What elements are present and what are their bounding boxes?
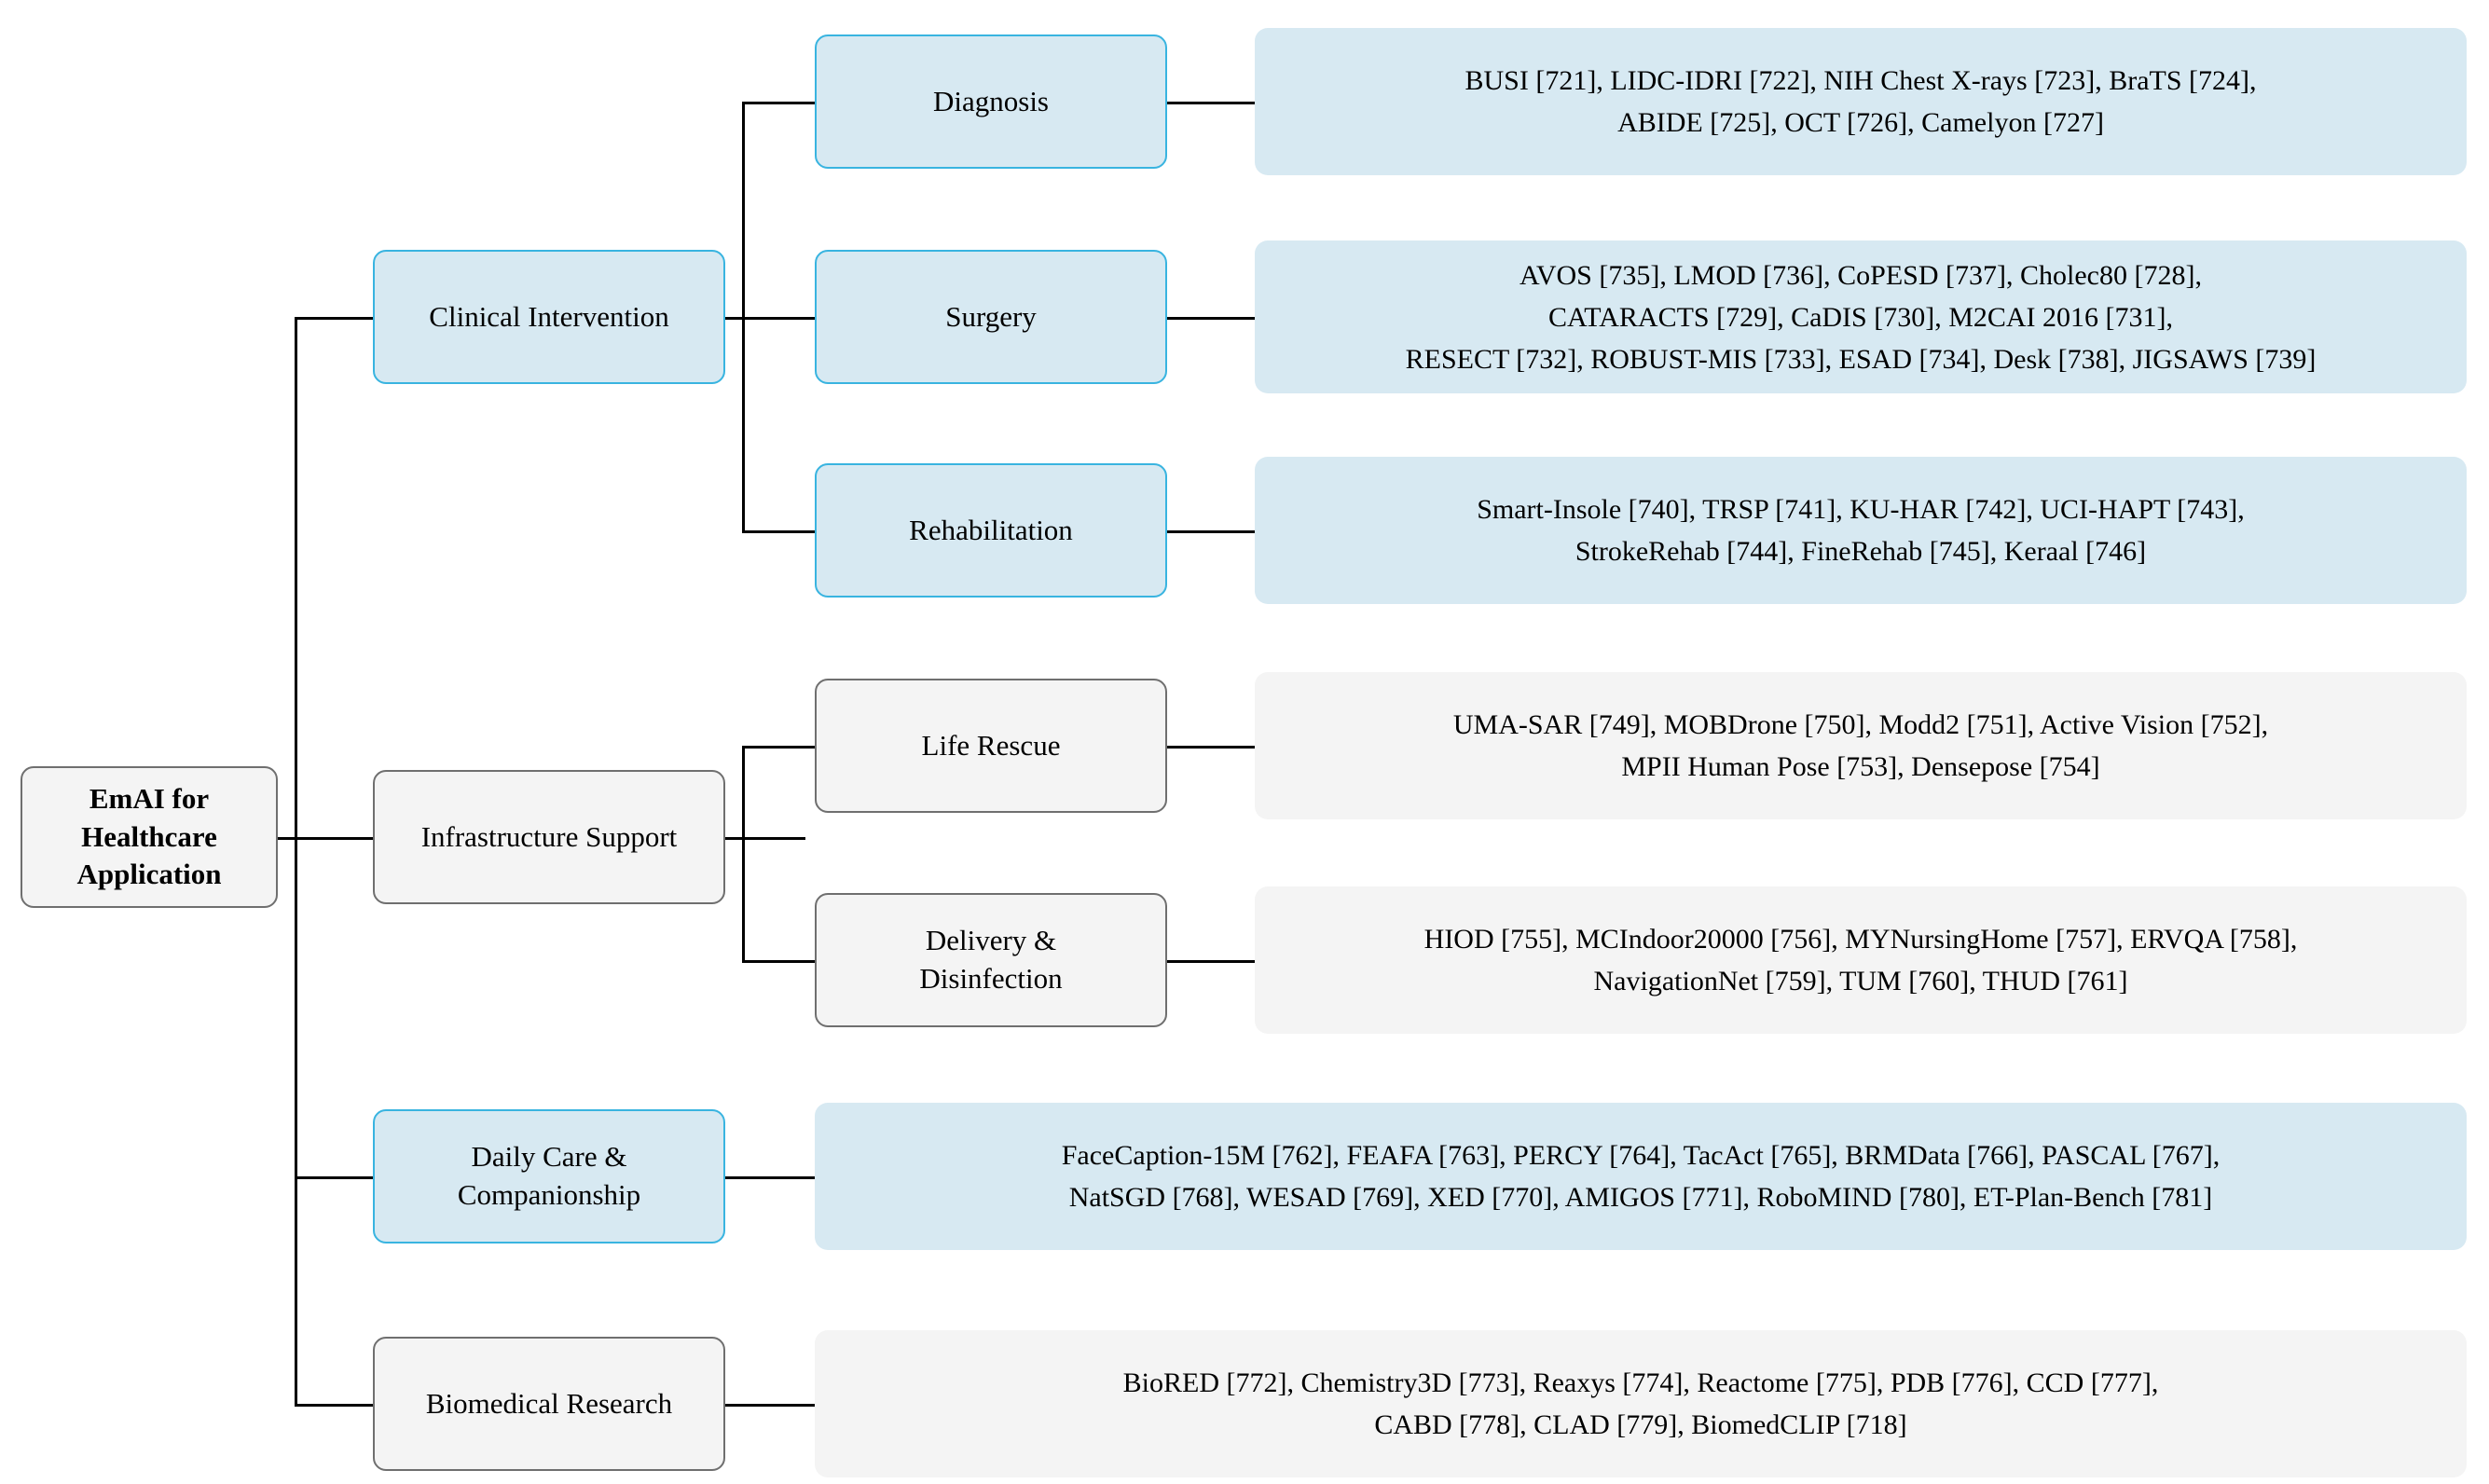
- connector-trunk-to-dailycare: [295, 1176, 373, 1179]
- connector-surgery-to-datasets: [1167, 317, 1255, 320]
- branch-node-infrastructure-support[interactable]: Infrastructure Support: [373, 770, 725, 904]
- datasets-panel-rehabilitation: Smart-Insole [740], TRSP [741], KU-HAR […: [1255, 457, 2467, 604]
- root-label-line1: EmAI for: [89, 781, 210, 815]
- branch-node-clinical-intervention[interactable]: Clinical Intervention: [373, 250, 725, 384]
- datasets-life-rescue-line2: MPII Human Pose [753], Densepose [754]: [1621, 751, 2100, 782]
- child-label-delivery-line1: Delivery &: [925, 924, 1057, 957]
- datasets-life-rescue-line1: UMA-SAR [749], MOBDrone [750], Modd2 [75…: [1452, 709, 2269, 740]
- datasets-delivery-line2: NavigationNet [759], TUM [760], THUD [76…: [1593, 966, 2128, 996]
- branch-label-infrastructure-support: Infrastructure Support: [420, 819, 678, 853]
- connector-diagnosis-to-datasets: [1167, 102, 1255, 104]
- connector-subtrunk-infrastructure: [742, 746, 745, 962]
- child-label-delivery-line2: Disinfection: [919, 962, 1063, 995]
- child-node-life-rescue[interactable]: Life Rescue: [815, 679, 1167, 813]
- branch-node-biomedical-research[interactable]: Biomedical Research: [373, 1337, 725, 1471]
- datasets-surgery-line2: CATARACTS [729], CaDIS [730], M2CAI 2016…: [1547, 301, 2174, 333]
- datasets-biomedical-line1: BioRED [772], Chemistry3D [773], Reaxys …: [1122, 1367, 2159, 1398]
- datasets-panel-delivery-disinfection: HIOD [755], MCIndoor20000 [756], MYNursi…: [1255, 886, 2467, 1034]
- datasets-diagnosis-line2: ABIDE [725], OCT [726], Camelyon [727]: [1617, 107, 2104, 138]
- datasets-panel-daily-care: FaceCaption-15M [762], FEAFA [763], PERC…: [815, 1103, 2467, 1250]
- connector-dailycare-to-datasets: [725, 1176, 815, 1179]
- datasets-surgery-line3: RESECT [732], ROBUST-MIS [733], ESAD [73…: [1405, 343, 2317, 375]
- connector-rehabilitation-to-datasets: [1167, 530, 1255, 533]
- connector-infrastructure-out: [725, 837, 805, 840]
- datasets-panel-biomedical-research: BioRED [772], Chemistry3D [773], Reaxys …: [815, 1330, 2467, 1477]
- connector-subtrunk-to-surgery: [742, 317, 822, 320]
- datasets-panel-life-rescue: UMA-SAR [749], MOBDrone [750], Modd2 [75…: [1255, 672, 2467, 819]
- root-label-line3: Application: [76, 858, 222, 891]
- branch-label-biomedical-research: Biomedical Research: [425, 1386, 673, 1420]
- datasets-biomedical-line2: CABD [778], CLAD [779], BiomedCLIP [718]: [1374, 1409, 1907, 1440]
- datasets-diagnosis-line1: BUSI [721], LIDC-IDRI [722], NIH Chest X…: [1465, 65, 2257, 96]
- connector-subtrunk-clinical: [742, 102, 745, 530]
- child-node-diagnosis[interactable]: Diagnosis: [815, 34, 1167, 169]
- datasets-daily-care-line2: NatSGD [768], WESAD [769], XED [770], AM…: [1068, 1182, 2213, 1213]
- root-label-line2: Healthcare: [81, 819, 217, 853]
- datasets-surgery-line1: AVOS [735], LMOD [736], CoPESD [737], Ch…: [1520, 259, 2202, 291]
- connector-trunk-to-clinical: [295, 317, 373, 320]
- connector-trunk-main: [295, 317, 297, 1406]
- child-node-surgery[interactable]: Surgery: [815, 250, 1167, 384]
- connector-subtrunk-to-delivery: [742, 960, 822, 963]
- connector-biomedical-to-datasets: [725, 1404, 815, 1407]
- datasets-daily-care-line1: FaceCaption-15M [762], FEAFA [763], PERC…: [1061, 1140, 2221, 1171]
- child-node-delivery-disinfection[interactable]: Delivery & Disinfection: [815, 893, 1167, 1027]
- connector-subtrunk-to-diagnosis: [742, 102, 822, 104]
- datasets-panel-diagnosis: BUSI [721], LIDC-IDRI [722], NIH Chest X…: [1255, 28, 2467, 175]
- connector-subtrunk-to-liferescue: [742, 746, 822, 749]
- child-label-diagnosis: Diagnosis: [933, 84, 1049, 117]
- branch-label-daily-care-line2: Companionship: [457, 1178, 641, 1211]
- child-label-surgery: Surgery: [945, 299, 1037, 333]
- datasets-rehabilitation-line1: Smart-Insole [740], TRSP [741], KU-HAR […: [1477, 494, 2245, 525]
- datasets-delivery-line1: HIOD [755], MCIndoor20000 [756], MYNursi…: [1423, 924, 2298, 955]
- child-label-rehabilitation: Rehabilitation: [909, 513, 1073, 546]
- connector-delivery-to-datasets: [1167, 960, 1255, 963]
- connector-subtrunk-to-rehabilitation: [742, 530, 822, 533]
- connector-trunk-to-infrastructure: [295, 837, 373, 840]
- branch-label-daily-care-line1: Daily Care &: [471, 1140, 627, 1174]
- connector-liferescue-to-datasets: [1167, 746, 1255, 749]
- connector-trunk-to-biomedical: [295, 1404, 373, 1407]
- datasets-rehabilitation-line2: StrokeRehab [744], FineRehab [745], Kera…: [1575, 536, 2147, 567]
- branch-node-daily-care-companionship[interactable]: Daily Care & Companionship: [373, 1109, 725, 1244]
- child-node-rehabilitation[interactable]: Rehabilitation: [815, 463, 1167, 598]
- branch-label-clinical-intervention: Clinical Intervention: [429, 299, 669, 333]
- root-node[interactable]: EmAI for Healthcare Application: [21, 766, 278, 908]
- child-label-life-rescue: Life Rescue: [921, 728, 1061, 762]
- datasets-panel-surgery: AVOS [735], LMOD [736], CoPESD [737], Ch…: [1255, 240, 2467, 393]
